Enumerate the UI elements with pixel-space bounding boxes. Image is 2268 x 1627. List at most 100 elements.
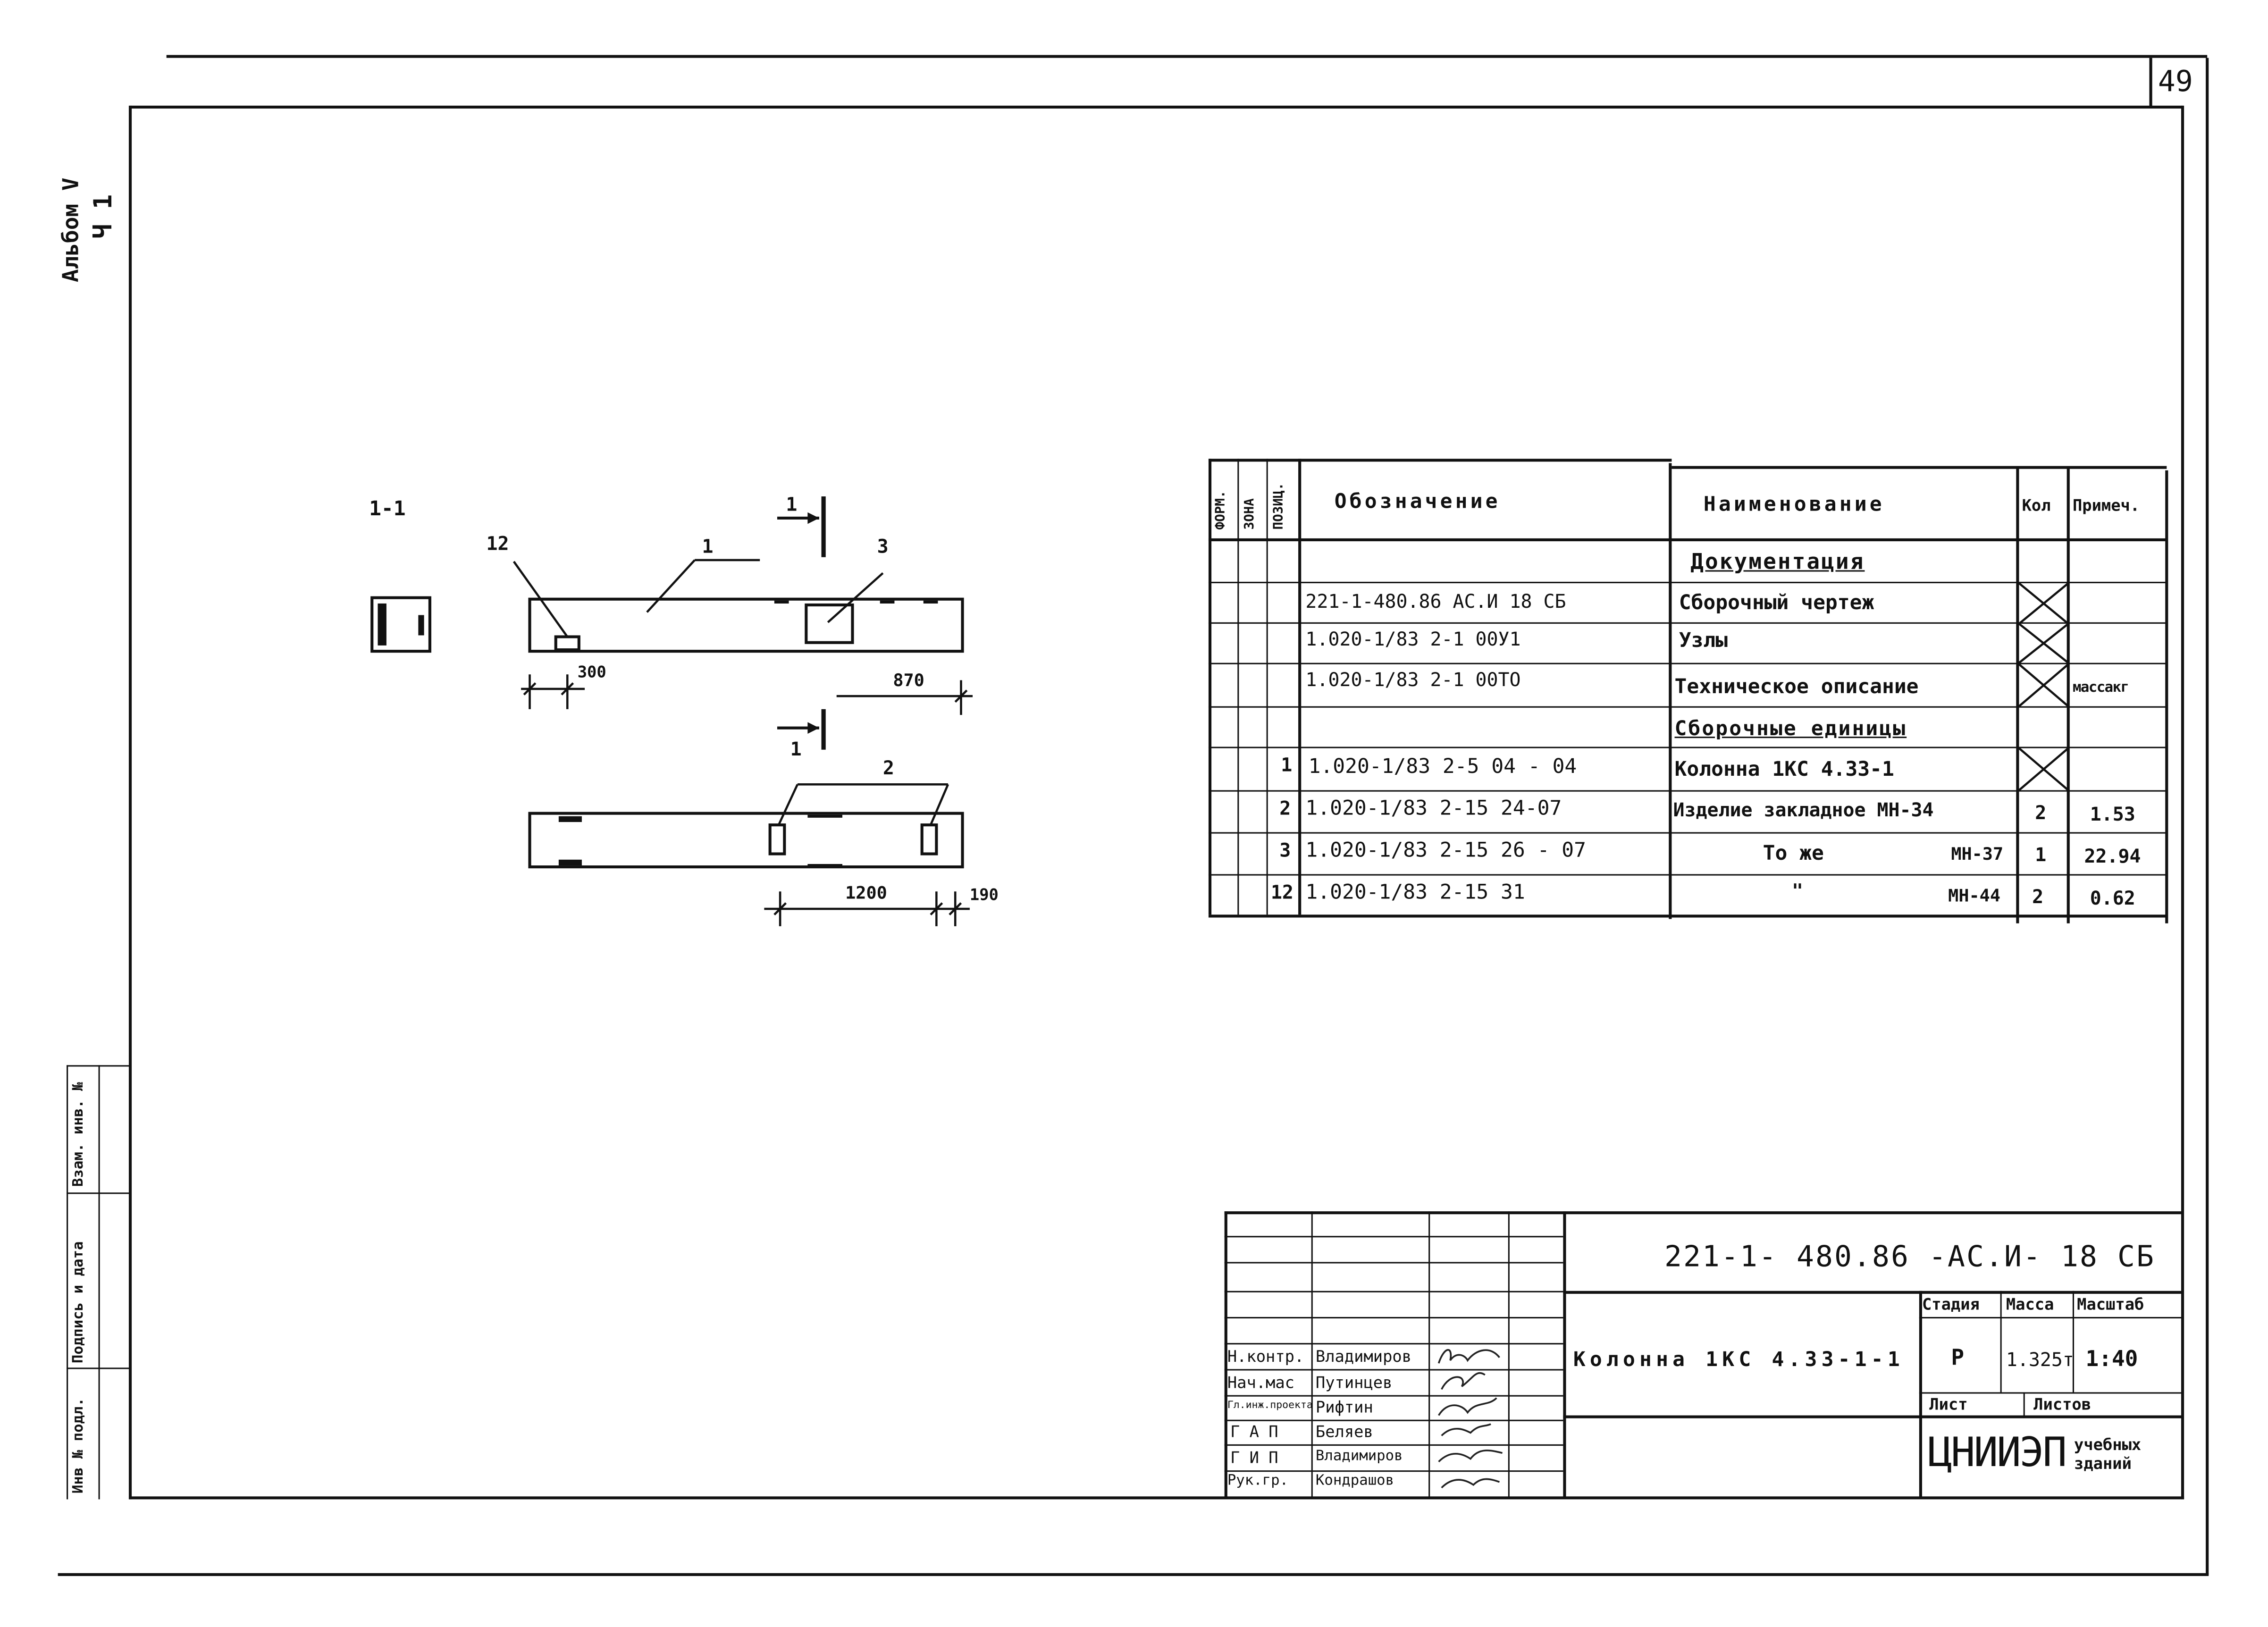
row-pos: 12 xyxy=(1270,882,1294,905)
page-number: 49 xyxy=(2158,63,2193,99)
row-qty: 2 xyxy=(2032,887,2044,909)
stage-label: Стадия xyxy=(1922,1295,1980,1314)
row-designation: 1.020-1/83 2-5 04 - 04 xyxy=(1308,755,1577,779)
organization-sub-1: учебных xyxy=(2074,1435,2142,1455)
sheets-label: Листов xyxy=(2033,1395,2092,1414)
row-designation: 1.020-1/83 2-1 00ТО xyxy=(1305,670,1521,692)
position-label-1: 1 xyxy=(702,537,714,559)
scale-label: Масштаб xyxy=(2077,1295,2144,1314)
header-zone: ЗОНА xyxy=(1243,498,1258,530)
cross-out-mark xyxy=(2018,663,2069,707)
position-label-2: 2 xyxy=(882,758,894,780)
row-name: Техническое описание xyxy=(1674,676,1919,699)
left-strip-div1 xyxy=(67,1192,131,1194)
row-pos: 3 xyxy=(1279,840,1291,863)
mass-value: 1.325т xyxy=(2006,1350,2074,1372)
column-side-view xyxy=(528,812,964,869)
signer-role: Гл.инж.проекта xyxy=(1227,1399,1313,1411)
organization-logo: ЦНИИЭП xyxy=(1928,1428,2067,1476)
row-note: 22.94 xyxy=(2084,847,2141,869)
signer-name: Путинцев xyxy=(1315,1373,1393,1392)
left-strip-outer xyxy=(67,1065,68,1500)
header-position: ПОЗИЦ. xyxy=(1272,482,1287,530)
row-qty: 2 xyxy=(2035,803,2047,825)
mass-label: Масса xyxy=(2006,1295,2054,1314)
section-assembly-units: Сборочные единицы xyxy=(1674,718,1907,741)
row-note: 1.53 xyxy=(2090,805,2135,827)
organization-sub-2: зданий xyxy=(2074,1454,2132,1474)
dim-1200: 1200 xyxy=(845,882,887,903)
handwritten-signatures xyxy=(1437,1349,1503,1489)
leader-12 xyxy=(512,561,569,637)
signer-role: Н.контр. xyxy=(1227,1347,1304,1367)
dim-300: 300 xyxy=(577,663,606,682)
left-strip-inner xyxy=(98,1065,100,1500)
signer-role: Г А П xyxy=(1230,1422,1278,1442)
signer-name: Владимиров xyxy=(1315,1449,1403,1465)
leader-1 xyxy=(646,559,696,613)
signer-role: Нач.мас xyxy=(1227,1373,1295,1392)
row-qty: 1 xyxy=(2035,845,2047,867)
row-name: То же xyxy=(1763,842,1824,866)
row-name: Сборочный чертеж xyxy=(1679,592,1874,615)
header-name: Наименование xyxy=(1703,493,1885,517)
embed-2-a xyxy=(768,823,786,855)
dim-190: 190 xyxy=(969,886,999,905)
cut-mark-top: 1 xyxy=(786,495,798,517)
cross-out-mark xyxy=(2018,623,2069,664)
cut-mark-bottom: 1 xyxy=(790,739,802,762)
dim-870: 870 xyxy=(893,670,924,690)
page-number-box-left xyxy=(2149,58,2152,107)
signer-name: Рифтин xyxy=(1315,1398,1373,1417)
embed-3 xyxy=(805,603,854,644)
frame-right xyxy=(2181,105,2184,1500)
cross-out-mark xyxy=(2018,582,2069,625)
section-embed-right xyxy=(418,615,424,636)
section-documentation: Документация xyxy=(1690,548,1865,575)
stage-value: Р xyxy=(1951,1344,1965,1371)
row-designation: 1.020-1/83 2-15 26 - 07 xyxy=(1305,839,1587,863)
signer-role: Рук.гр. xyxy=(1227,1473,1289,1489)
header-format: ФОРМ. xyxy=(1214,490,1229,530)
scale-value: 1:40 xyxy=(2085,1346,2138,1372)
top-border-line xyxy=(166,55,2208,58)
outer-bottom-line xyxy=(58,1573,2209,1576)
row-pos: 2 xyxy=(1279,798,1291,821)
section-label: 1-1 xyxy=(369,498,406,521)
signer-name: Кондрашов xyxy=(1315,1473,1394,1489)
section-outline xyxy=(370,596,431,653)
row-designation: 221-1-480.86 АС.И 18 СБ xyxy=(1305,592,1566,614)
row-name: Узлы xyxy=(1679,629,1728,653)
embed-12 xyxy=(554,635,580,652)
left-strip-top xyxy=(67,1065,131,1067)
row-name: Колонна 1КС 4.33-1 xyxy=(1674,758,1894,782)
position-label-12: 12 xyxy=(486,534,509,556)
header-qty: Кол xyxy=(2022,496,2051,515)
section-embed-left xyxy=(378,603,386,646)
row-name-suffix: МН-44 xyxy=(1948,886,2000,906)
row-name-suffix: МН-37 xyxy=(1951,844,2004,864)
leader-2b xyxy=(929,784,949,826)
signer-role: Г И П xyxy=(1230,1449,1278,1468)
frame-left xyxy=(128,105,132,1500)
column-top-view xyxy=(528,597,964,653)
left-strip-div2 xyxy=(67,1367,131,1369)
row-pos: 1 xyxy=(1281,755,1293,777)
leader-3 xyxy=(827,572,884,623)
signer-name: Беляев xyxy=(1315,1422,1373,1442)
object-name: Колонна 1КС 4.33-1-1 xyxy=(1573,1349,1904,1372)
row-designation: 1.020-1/83 2-15 31 xyxy=(1305,881,1525,905)
cross-out-mark xyxy=(2018,747,2069,791)
header-note: Примеч. xyxy=(2072,496,2140,515)
row-name: " xyxy=(1791,881,1803,903)
row-designation: 1.020-1/83 2-15 24-07 xyxy=(1305,797,1562,821)
outer-right-line xyxy=(2206,58,2209,1575)
embed-2-b xyxy=(920,823,938,855)
leader-2a xyxy=(777,784,799,826)
row-name: Изделие закладное МН-34 xyxy=(1673,800,1934,822)
sheet-label: Лист xyxy=(1929,1395,1968,1414)
row-note: массакг xyxy=(2072,680,2129,696)
row-designation: 1.020-1/83 2-1 00У1 xyxy=(1305,629,1521,652)
